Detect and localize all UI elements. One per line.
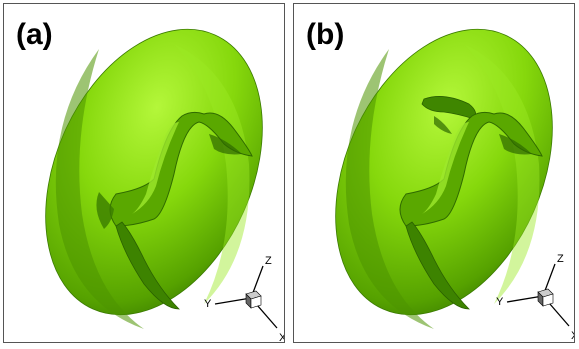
axis-y-label: Y <box>204 298 212 310</box>
panel-label-a: (a) <box>16 18 53 51</box>
axis-x-label: X <box>571 330 575 342</box>
cavity-opening <box>399 96 543 310</box>
ellipsoid-render-b: Z Y X <box>335 28 575 342</box>
axis-z-label: Z <box>265 255 272 267</box>
ellipsoid-shape <box>335 28 553 329</box>
ellipsoid-render-a: Z Y X <box>45 28 285 343</box>
axis-z-label: Z <box>557 253 564 265</box>
axis-x-label: X <box>279 332 285 343</box>
panel-a: Z Y X (a) <box>3 3 285 343</box>
panel-label-b: (b) <box>306 18 345 51</box>
orientation-triad-icon: Z Y X <box>204 255 285 343</box>
ellipsoid-shape <box>45 28 263 329</box>
panel-b: Z Y X (b) <box>293 3 575 343</box>
axis-y-label: Y <box>496 296 504 308</box>
orientation-triad-icon: Z Y X <box>496 253 575 342</box>
cavity-opening <box>96 111 253 310</box>
